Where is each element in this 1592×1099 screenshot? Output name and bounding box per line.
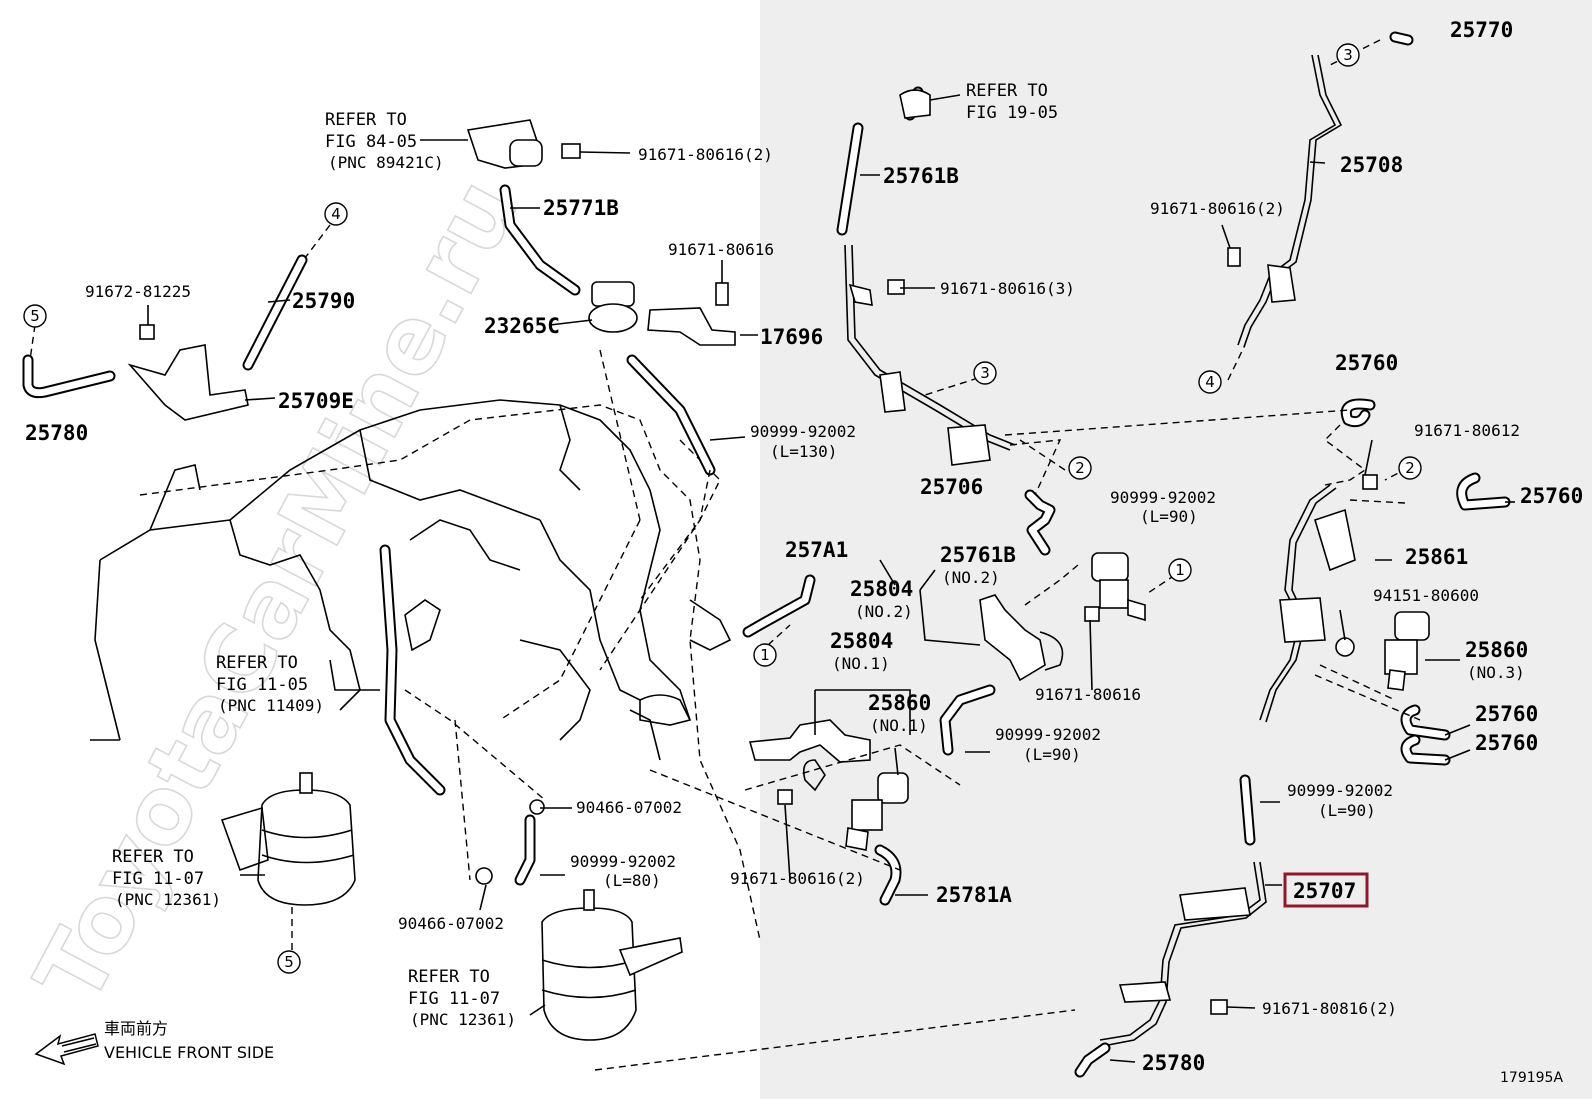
- engine-mount-bottom: [541, 889, 683, 1041]
- svg-text:2: 2: [1405, 459, 1415, 477]
- part-25860: 25860: [1465, 638, 1528, 662]
- part-25706: 25706: [920, 475, 983, 499]
- part-25860: 25860: [868, 691, 931, 715]
- bolt-91671-80616-3: 91671-80616(3): [940, 279, 1075, 298]
- part-25780: 25780: [25, 421, 88, 445]
- svg-text:1: 1: [760, 646, 770, 664]
- bolt-91671-80616: 91671-80616: [1035, 685, 1141, 704]
- part-25760: 25760: [1475, 731, 1538, 755]
- bolt-91671-80616-2: 91671-80616(2): [1150, 199, 1285, 218]
- vsv-no3: [1384, 611, 1430, 691]
- part-257a1: 257A1: [785, 538, 848, 562]
- part-25760: 25760: [1475, 702, 1538, 726]
- part-25770: 25770: [1450, 18, 1513, 42]
- hose-90999-92002: 90999-92002: [570, 852, 676, 871]
- part-labels: 25770 25708 91671-80616(2) 25761B 91671-…: [25, 18, 1583, 1075]
- hose-90999-92002: 90999-92002: [1287, 781, 1393, 800]
- svg-text:5: 5: [30, 307, 40, 325]
- ref-line: REFER TO: [112, 847, 194, 867]
- part-25709e: 25709E: [278, 389, 354, 413]
- vsv-no1: [845, 772, 909, 851]
- ref-line: REFER TO: [216, 653, 298, 673]
- part-25760: 25760: [1335, 351, 1398, 375]
- part-25790: 25790: [292, 289, 355, 313]
- svg-text:2: 2: [1075, 459, 1085, 477]
- part-25804: 25804: [850, 577, 913, 601]
- hose-90999-92002: 90999-92002: [1110, 488, 1216, 507]
- part-17696: 17696: [760, 325, 823, 349]
- part-25861: 25861: [1405, 545, 1468, 569]
- sub-label: (NO.2): [855, 602, 913, 621]
- sub-label: (NO.1): [870, 716, 928, 735]
- ref-line: (PNC 12361): [115, 890, 221, 909]
- engine-block: [90, 399, 761, 941]
- bolt-91671-80616: 91671-80616: [668, 240, 774, 259]
- bolt-91671-80616-2: 91671-80616(2): [638, 145, 773, 164]
- part-23265c: 23265C: [484, 314, 560, 338]
- bolt-icons: [139, 143, 1378, 1015]
- highlight-box-25707: [1283, 872, 1369, 908]
- part-25761b: 25761B: [940, 543, 1016, 567]
- part-25761b: 25761B: [883, 164, 959, 188]
- ref-line: (PNC 89421C): [328, 153, 444, 172]
- callout-circles: 3 4 4 5 3 2 2 1 1 5: [23, 43, 1422, 974]
- part-25760: 25760: [1520, 484, 1583, 508]
- sub-label: (L=90): [1023, 745, 1081, 764]
- ref-line: (PNC 12361): [410, 1010, 516, 1029]
- sub-label: (L=90): [1318, 801, 1376, 820]
- svg-text:5: 5: [284, 953, 294, 971]
- ref-line: FIG 84-05: [325, 132, 417, 152]
- svg-text:1: 1: [1175, 561, 1185, 579]
- front-label-en: VEHICLE FRONT SIDE: [104, 1043, 274, 1062]
- vehicle-front-indicator: 車両前方 VEHICLE FRONT SIDE: [34, 1019, 274, 1066]
- ref-line: (PNC 11409): [218, 696, 324, 715]
- vacuum-sensor: [466, 119, 543, 169]
- reference-labels: REFER TO FIG 84-05 (PNC 89421C) REFER TO…: [112, 81, 1058, 1029]
- bolt-90466-07002: 90466-07002: [398, 914, 504, 933]
- sub-label: (L=90): [1140, 507, 1198, 526]
- ref-line: FIG 11-07: [112, 869, 204, 889]
- svg-text:4: 4: [1205, 373, 1215, 391]
- sub-label: (NO.3): [1467, 663, 1525, 682]
- filter-23265c: [588, 281, 638, 333]
- front-arrow-icon: [34, 1033, 99, 1066]
- ref-line: REFER TO: [325, 110, 407, 130]
- engine-mount-left: [220, 772, 356, 906]
- part-25708: 25708: [1340, 153, 1403, 177]
- front-label-jp: 車両前方: [104, 1019, 168, 1038]
- part-25804: 25804: [830, 629, 893, 653]
- svg-text:4: 4: [331, 205, 341, 223]
- vsv-no2: [1091, 552, 1146, 622]
- bolt-91672-81225: 91672-81225: [85, 282, 191, 301]
- part-25780: 25780: [1142, 1051, 1205, 1075]
- hose-90999-92002: 90999-92002: [995, 725, 1101, 744]
- svg-text:3: 3: [1343, 46, 1353, 64]
- bolt-91671-80616-2: 91671-80616(2): [730, 869, 865, 888]
- ref-line: REFER TO: [408, 967, 490, 987]
- ref-line: FIG 11-07: [408, 989, 500, 1009]
- bolt-91671-80816-2: 91671-80816(2): [1262, 999, 1397, 1018]
- sub-label: (NO.1): [832, 654, 890, 673]
- ref-line: REFER TO: [966, 81, 1048, 101]
- ref-line: FIG 19-05: [966, 103, 1058, 123]
- sub-label: (L=130): [770, 442, 837, 461]
- sub-label: (L=80): [603, 871, 661, 890]
- part-25707: 25707: [1293, 879, 1356, 903]
- part-25771b: 25771B: [543, 196, 619, 220]
- part-25781a: 25781A: [936, 883, 1012, 907]
- shaded-panel: [760, 0, 1592, 1099]
- ref-line: FIG 11-05: [216, 675, 308, 695]
- diagram-code: 179195A: [1500, 1070, 1563, 1086]
- leader-lines: [29, 39, 1515, 1071]
- bolt-91671-80612: 91671-80612: [1414, 421, 1520, 440]
- svg-text:3: 3: [980, 364, 990, 382]
- sub-label: (NO.2): [942, 568, 1000, 587]
- clip-90466-07002: 90466-07002: [576, 798, 682, 817]
- bolt-94151-80600: 94151-80600: [1373, 586, 1479, 605]
- hose-90999-92002: 90999-92002: [750, 422, 856, 441]
